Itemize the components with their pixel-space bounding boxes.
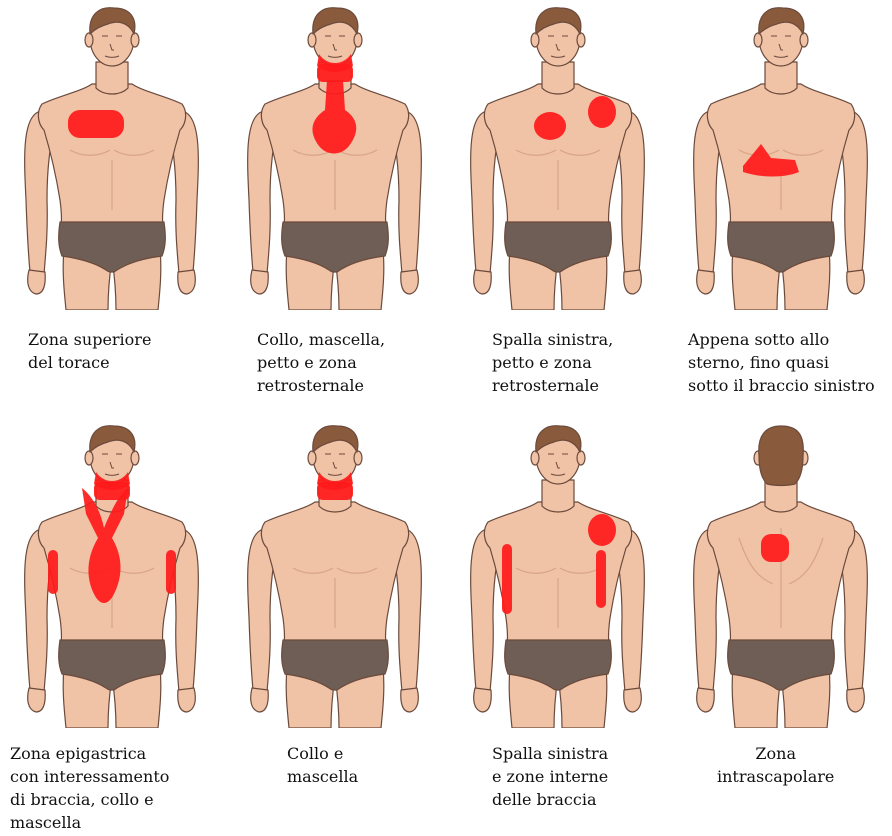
hand-right — [251, 688, 269, 712]
hand-left — [178, 688, 196, 712]
caption-line: con interessamento — [10, 765, 169, 788]
ear-left — [131, 33, 139, 47]
ear-right — [531, 451, 539, 465]
caption: Spalla sinistra e zone interne delle bra… — [492, 742, 608, 811]
body-figure-front — [446, 418, 669, 728]
ear-right — [85, 33, 93, 47]
caption-line: Zona superiore — [28, 328, 151, 351]
pain-zone-chest — [534, 112, 566, 140]
hand-left — [401, 270, 419, 294]
pain-zone-left-shoulder — [588, 514, 616, 546]
caption: Zona intrascapolare — [717, 742, 834, 788]
caption-line: mascella — [287, 765, 358, 788]
ear-right — [308, 451, 316, 465]
pain-zone-inner-arm-right — [502, 544, 512, 614]
pain-zone-inner-arm-left — [596, 550, 606, 608]
body-figure-front — [223, 418, 446, 728]
caption-line: Spalla sinistra, — [492, 328, 613, 351]
ear-right — [308, 33, 316, 47]
hand-left — [847, 270, 865, 294]
ear-left — [577, 33, 585, 47]
hand-right — [697, 270, 715, 294]
hand-right — [28, 688, 46, 712]
neck — [96, 62, 128, 94]
caption-line: Collo e — [287, 742, 358, 765]
neck — [542, 480, 574, 512]
body-figure-front — [0, 0, 223, 310]
caption-line: Zona — [717, 742, 834, 765]
ear-left — [354, 451, 362, 465]
caption-line: Appena sotto allo — [688, 328, 875, 351]
caption-line: intrascapolare — [717, 765, 834, 788]
pain-zone-left-shoulder — [588, 96, 616, 128]
caption-line: Collo, mascella, — [257, 328, 385, 351]
body-figure-back — [669, 418, 892, 728]
body-figure-front — [0, 418, 223, 728]
ear-left — [800, 33, 808, 47]
hand-left — [847, 688, 865, 712]
ear-left — [577, 451, 585, 465]
pain-zone-interscapular — [761, 534, 789, 562]
panel-shoulder-inner-arms: Spalla sinistra e zone interne delle bra… — [446, 418, 669, 836]
caption-line: delle braccia — [492, 788, 608, 811]
caption-line: e zone interne — [492, 765, 608, 788]
caption: Zona superiore del torace — [28, 328, 151, 374]
panel-neck-jaw: Collo e mascella — [223, 418, 446, 836]
ear-left — [131, 451, 139, 465]
caption-line: retrosternale — [257, 374, 385, 397]
caption-line: Zona epigastrica — [10, 742, 169, 765]
caption-line: mascella — [10, 811, 169, 834]
panel-below-sternum: Appena sotto allo sterno, fino quasi sot… — [669, 0, 892, 418]
caption-line: sotto il braccio sinistro — [688, 374, 875, 397]
neck — [542, 62, 574, 94]
pain-zone-upper-chest — [68, 110, 124, 138]
hand-right — [474, 688, 492, 712]
caption-line: petto e zona — [492, 351, 613, 374]
caption-line: sterno, fino quasi — [688, 351, 875, 374]
hand-right — [697, 688, 715, 712]
ear-right — [85, 451, 93, 465]
body-figure-front — [446, 0, 669, 310]
panel-epigastric: Zona epigastrica con interessamento di b… — [0, 418, 223, 836]
pain-zone-arm-left — [166, 550, 176, 594]
caption: Appena sotto allo sterno, fino quasi sot… — [688, 328, 875, 397]
caption-line: Spalla sinistra — [492, 742, 608, 765]
panel-interscapular: Zona intrascapolare — [669, 418, 892, 836]
hair — [759, 426, 804, 486]
neck — [765, 62, 797, 94]
ear-left — [354, 33, 362, 47]
panel-neck-jaw-chest: Collo, mascella, petto e zona retrostern… — [223, 0, 446, 418]
caption: Zona epigastrica con interessamento di b… — [10, 742, 169, 834]
ear-right — [531, 33, 539, 47]
hand-right — [474, 270, 492, 294]
panel-upper-chest: Zona superiore del torace — [0, 0, 223, 418]
hand-right — [28, 270, 46, 294]
caption-line: del torace — [28, 351, 151, 374]
pain-zone-arm-right — [48, 550, 58, 594]
hand-right — [251, 270, 269, 294]
caption-line: petto e zona — [257, 351, 385, 374]
ear-right — [754, 33, 762, 47]
caption-line: di braccia, collo e — [10, 788, 169, 811]
hand-left — [624, 688, 642, 712]
hand-left — [178, 270, 196, 294]
panel-left-shoulder-chest: Spalla sinistra, petto e zona retrostern… — [446, 0, 669, 418]
caption: Spalla sinistra, petto e zona retrostern… — [492, 328, 613, 397]
caption: Collo, mascella, petto e zona retrostern… — [257, 328, 385, 397]
body-figure-front — [223, 0, 446, 310]
caption: Collo e mascella — [287, 742, 358, 788]
body-figure-front — [669, 0, 892, 310]
caption-line: retrosternale — [492, 374, 613, 397]
hand-left — [401, 688, 419, 712]
hand-left — [624, 270, 642, 294]
